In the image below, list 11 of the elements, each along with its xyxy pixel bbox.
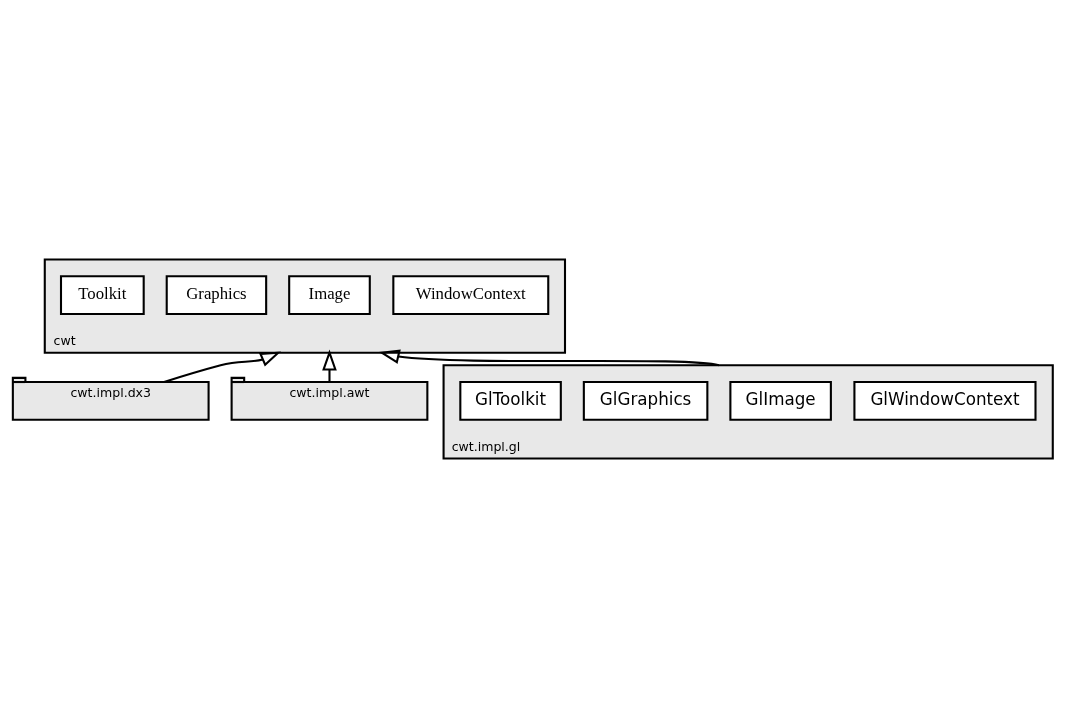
node-box: WindowContext: [392, 274, 550, 315]
arrow: [322, 349, 337, 382]
node-box: Toolkit: [59, 274, 145, 315]
node-box: GlWindowContext: [853, 380, 1037, 421]
node-box: Graphics: [165, 274, 268, 315]
arrow: [378, 349, 720, 366]
node-box: GlToolkit: [459, 380, 562, 421]
node-box: GlImage: [729, 380, 832, 421]
node-box: GlGraphics: [582, 380, 709, 421]
arrow: [163, 350, 282, 383]
node-box: Image: [288, 274, 371, 315]
